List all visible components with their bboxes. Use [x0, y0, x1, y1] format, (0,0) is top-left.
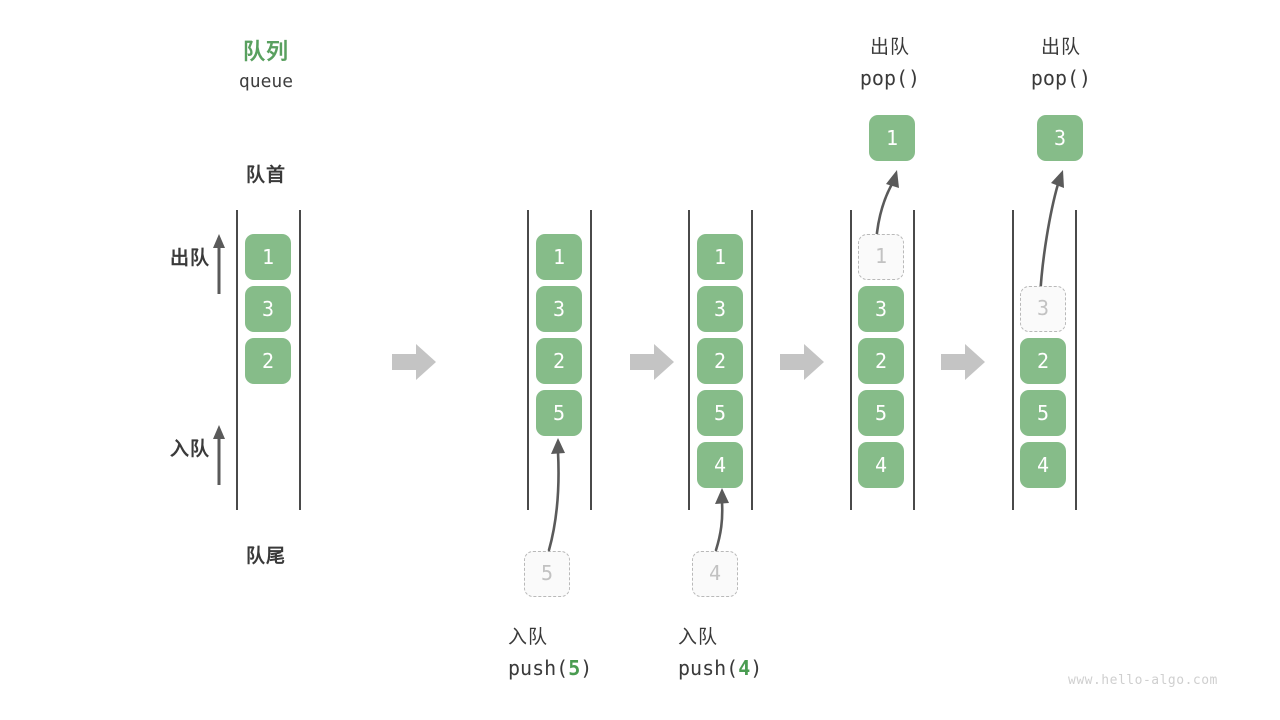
queue-head-label: 队首 — [245, 165, 286, 186]
enqueue-caption-code: push(5) — [478, 656, 698, 680]
queue-rail-right — [751, 210, 753, 510]
dequeue-caption-cn: 出队 — [1040, 37, 1081, 58]
enqueue-curve-arrow-icon — [688, 482, 768, 554]
queue-rail-left — [236, 210, 238, 510]
dequeue-caption-cn: 出队 — [869, 37, 910, 58]
queue-cell: 3 — [858, 286, 904, 332]
queue-rail-left — [688, 210, 690, 510]
enqueue-curve-arrow-icon — [520, 430, 600, 555]
queue-cell: 1 — [536, 234, 582, 280]
queue-rail-right — [1075, 210, 1077, 510]
code-prefix: push( — [508, 656, 569, 680]
dequeue-direction-arrow-icon — [211, 232, 225, 294]
watermark: www.hello-algo.com — [1068, 673, 1218, 688]
transition-arrow-icon — [780, 342, 824, 382]
queue-cell: 4 — [858, 442, 904, 488]
incoming-element-ghost: 4 — [692, 551, 738, 597]
queue-cell: 3 — [536, 286, 582, 332]
popped-element: 1 — [869, 115, 915, 161]
queue-cell: 5 — [858, 390, 904, 436]
popped-slot-ghost: 1 — [858, 234, 904, 280]
queue-rail-right — [299, 210, 301, 510]
dequeue-curve-arrow-icon — [1018, 162, 1088, 302]
enqueue-direction-arrow-icon — [211, 423, 225, 485]
enqueue-caption-code: push(4) — [648, 656, 868, 680]
queue-cell: 3 — [245, 286, 291, 332]
queue-rail-left — [1012, 210, 1014, 510]
diagram-title-cn: 队列 — [242, 39, 289, 64]
queue-cell: 5 — [697, 390, 743, 436]
queue-cell: 1 — [697, 234, 743, 280]
enqueue-caption-cn: 入队 — [678, 627, 719, 648]
dequeue-side-label: 出队 — [169, 248, 210, 269]
queue-cell: 5 — [1020, 390, 1066, 436]
dequeue-caption-code: pop() — [1030, 66, 1092, 90]
queue-cell: 3 — [697, 286, 743, 332]
enqueue-side-label: 入队 — [169, 439, 210, 460]
queue-cell: 1 — [245, 234, 291, 280]
code-suffix: ) — [750, 656, 763, 680]
dequeue-caption-code: pop() — [859, 66, 921, 90]
queue-tail-label: 队尾 — [245, 546, 286, 567]
queue-rail-left — [527, 210, 529, 510]
queue-cell: 2 — [1020, 338, 1066, 384]
enqueue-caption-cn: 入队 — [508, 627, 549, 648]
queue-cell: 2 — [697, 338, 743, 384]
queue-rail-right — [590, 210, 592, 510]
incoming-element-ghost: 5 — [524, 551, 570, 597]
transition-arrow-icon — [941, 342, 985, 382]
transition-arrow-icon — [392, 342, 436, 382]
queue-cell: 4 — [697, 442, 743, 488]
code-prefix: push( — [678, 656, 739, 680]
popped-slot-ghost: 3 — [1020, 286, 1066, 332]
code-suffix: ) — [580, 656, 593, 680]
transition-arrow-icon — [630, 342, 674, 382]
code-argument: 4 — [738, 656, 751, 680]
queue-cell: 2 — [858, 338, 904, 384]
queue-cell: 2 — [536, 338, 582, 384]
code-argument: 5 — [568, 656, 581, 680]
popped-element: 3 — [1037, 115, 1083, 161]
queue-cell: 4 — [1020, 442, 1066, 488]
queue-rail-left — [850, 210, 852, 510]
diagram-title-en: queue — [238, 71, 294, 92]
queue-cell: 2 — [245, 338, 291, 384]
queue-rail-right — [913, 210, 915, 510]
queue-cell: 5 — [536, 390, 582, 436]
